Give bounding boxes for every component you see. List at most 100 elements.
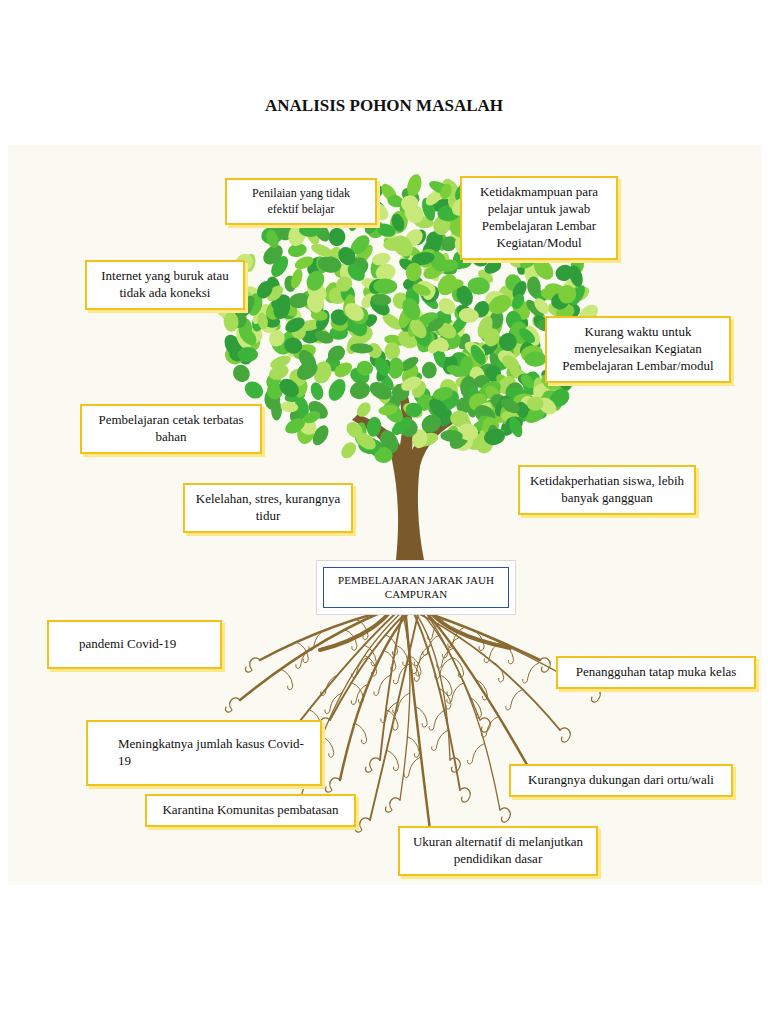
leaf xyxy=(280,401,299,413)
box-text: Kurangnya dukungan dari ortu/wali xyxy=(519,772,723,789)
leaf xyxy=(355,359,375,378)
leaf xyxy=(481,326,502,349)
leaf xyxy=(343,419,366,442)
cause-box: pandemi Covid-19 xyxy=(47,620,222,669)
leaf xyxy=(309,423,331,448)
cause-box: Ukuran alternatif di melanjutkan pendidi… xyxy=(398,826,598,876)
effect-box: Internet yang buruk atau tidak ada konek… xyxy=(85,260,245,310)
root-branch xyxy=(440,675,452,696)
leaf xyxy=(482,427,506,447)
cause-box: Meningkatnya jumlah kasus Covid-19 xyxy=(86,720,322,786)
leaf xyxy=(303,268,328,294)
root-curl xyxy=(500,808,510,822)
leaf xyxy=(301,409,322,426)
root-curl xyxy=(386,798,400,812)
leaf xyxy=(467,342,488,367)
root-branch xyxy=(415,707,427,728)
leaf xyxy=(267,362,291,383)
leaf xyxy=(309,241,334,259)
root xyxy=(240,605,400,700)
box-text: Penilaian yang tidak efektif belajar xyxy=(235,186,367,217)
leaf xyxy=(223,311,239,332)
box-text: Meningkatnya jumlah kasus Covid-19 xyxy=(118,736,310,770)
leaf xyxy=(438,259,460,273)
leaf xyxy=(526,276,542,297)
leaf xyxy=(421,361,437,379)
leaf xyxy=(367,378,395,403)
root-curl xyxy=(480,718,490,732)
root xyxy=(400,605,560,730)
box-text: PEMBELAJARAN JARAK JAUH CAMPURAN xyxy=(323,567,509,608)
leaf xyxy=(367,294,393,319)
root xyxy=(370,605,420,820)
box-text: Ukuran alternatif di melanjutkan pendidi… xyxy=(408,834,588,868)
leaf xyxy=(440,430,463,443)
root-branch xyxy=(404,757,421,778)
box-text: Penangguhan tatap muka kelas xyxy=(566,664,746,681)
root-curl xyxy=(366,758,380,772)
leaf xyxy=(405,173,424,199)
root-branch xyxy=(407,737,419,758)
root xyxy=(405,605,430,830)
leaf xyxy=(509,292,526,311)
root-curl xyxy=(356,818,370,832)
leaf xyxy=(425,315,447,335)
leaf xyxy=(435,295,459,318)
root-branch xyxy=(393,663,410,684)
root-branch xyxy=(374,675,391,696)
leaf xyxy=(401,200,428,227)
cause-box: Kurangnya dukungan dari ortu/wali xyxy=(509,764,733,797)
leaf xyxy=(306,291,325,313)
root-branch xyxy=(476,679,488,700)
root-branch xyxy=(414,645,431,666)
leaf xyxy=(516,325,537,345)
root-branch xyxy=(393,693,410,714)
root-curl xyxy=(326,778,340,792)
box-text: Ketidakmampuan para pelajar untuk jawab … xyxy=(470,184,608,252)
leaf xyxy=(332,359,355,380)
root-curl xyxy=(560,728,570,742)
leaf xyxy=(411,282,433,299)
leaf xyxy=(498,332,518,352)
root-branch xyxy=(396,645,408,666)
leaf xyxy=(378,404,398,416)
leaf xyxy=(325,376,349,403)
root-branch xyxy=(432,730,449,751)
effect-box: Kelelahan, stres, kurangnya tidur xyxy=(183,483,353,533)
root-branch xyxy=(386,710,398,731)
diagram-title: ANALISIS POHON MASALAH xyxy=(0,96,768,116)
leaf xyxy=(365,416,382,438)
box-text: Kelelahan, stres, kurangnya tidur xyxy=(193,491,343,525)
leaf xyxy=(384,342,400,360)
leaf xyxy=(289,267,305,290)
leaf xyxy=(335,244,359,269)
root-curl xyxy=(226,698,240,712)
picture-ground xyxy=(8,145,762,885)
root-curl xyxy=(540,658,550,672)
root-branch xyxy=(351,657,368,678)
root-branch xyxy=(296,642,308,663)
leaf xyxy=(467,276,491,296)
root xyxy=(340,605,415,780)
cause-box: Karantina Komunitas pembatasan xyxy=(145,794,356,827)
effect-box: Kurang waktu untuk menyelesaikan Kegiata… xyxy=(545,316,731,383)
leaf xyxy=(531,295,552,316)
box-text: Internet yang buruk atau tidak ada konek… xyxy=(95,268,235,302)
leaf xyxy=(458,307,479,324)
root xyxy=(330,605,415,720)
effect-box: Penilaian yang tidak efektif belajar xyxy=(225,178,377,225)
root-branch xyxy=(281,669,293,690)
leaf xyxy=(348,379,372,401)
leaf xyxy=(389,212,406,233)
leaf xyxy=(350,343,374,354)
leaf xyxy=(387,357,404,380)
leaf xyxy=(399,295,424,323)
leaf xyxy=(438,182,453,201)
root-branch xyxy=(387,750,399,771)
root-branch xyxy=(296,648,313,669)
root-branch xyxy=(506,689,523,710)
root-branch xyxy=(523,662,540,683)
leaf xyxy=(327,226,347,247)
effect-box: Pembelajaran cetak terbatas bahan xyxy=(80,404,262,454)
